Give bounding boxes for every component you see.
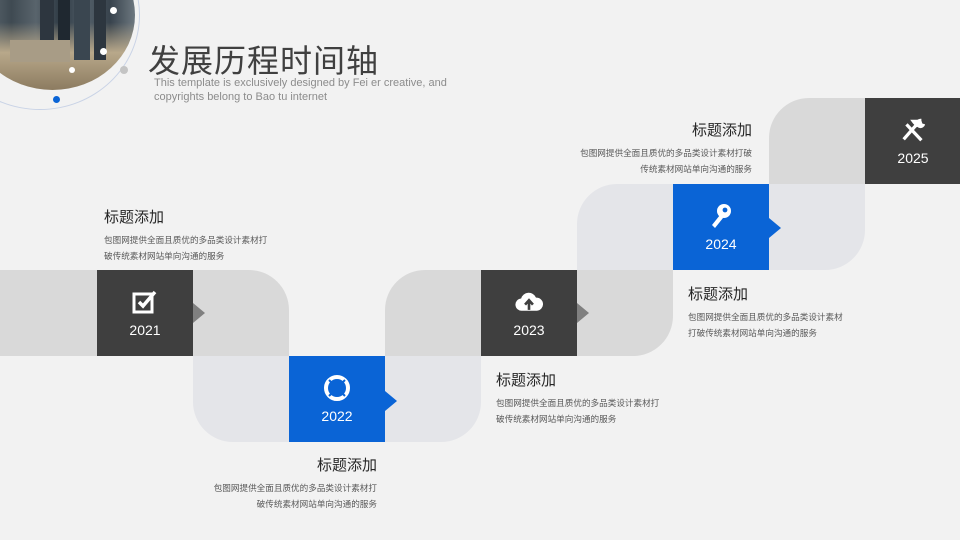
milestone-title: 标题添加 xyxy=(496,371,557,389)
milestone-title: 标题添加 xyxy=(104,208,165,226)
key-icon xyxy=(707,202,735,230)
milestone-2024[interactable]: 2024 xyxy=(673,184,769,270)
milestone-2021-text: 标题添加 包图网提供全面且质优的多品类设计素材打 破传统素材网站单向沟通的服务 xyxy=(104,206,294,265)
band-segment xyxy=(0,270,97,356)
milestone-2025[interactable]: 2025 xyxy=(865,98,960,184)
band-segment xyxy=(385,270,481,356)
band-segment xyxy=(577,270,673,356)
milestone-2022-text: 标题添加 包图网提供全面且质优的多品类设计素材打 破传统素材网站单向沟通的服务 xyxy=(187,454,377,513)
white-dot xyxy=(110,7,117,14)
page-subtitle: This template is exclusively designed by… xyxy=(154,77,447,103)
milestone-desc: 包图网提供全面且质优的多品类设计素材打 破传统素材网站单向沟通的服务 xyxy=(496,399,660,425)
arrow-right-icon xyxy=(193,303,205,323)
checkbox-icon xyxy=(131,288,159,316)
milestone-2023[interactable]: 2023 xyxy=(481,270,577,356)
milestone-desc: 包图网提供全面且质优的多品类设计素材打 破传统素材网站单向沟通的服务 xyxy=(104,236,268,262)
grey-dot xyxy=(120,66,128,74)
lifebuoy-icon xyxy=(323,374,351,402)
band-segment xyxy=(769,184,865,270)
band-segment xyxy=(193,356,289,442)
milestone-2023-text: 标题添加 包图网提供全面且质优的多品类设计素材打 破传统素材网站单向沟通的服务 xyxy=(496,369,686,428)
arrow-right-icon xyxy=(577,303,589,323)
milestone-title: 标题添加 xyxy=(691,121,752,139)
milestone-title: 标题添加 xyxy=(688,285,749,303)
white-dot xyxy=(69,67,75,73)
band-segment xyxy=(577,184,673,270)
milestone-2022[interactable]: 2022 xyxy=(289,356,385,442)
milestone-2024-text: 标题添加 包图网提供全面且质优的多品类设计素材 打破传统素材网站单向沟通的服务 xyxy=(688,283,868,342)
band-segment xyxy=(193,270,289,356)
year-label: 2024 xyxy=(705,236,737,252)
blue-dot xyxy=(53,96,60,103)
page-title: 发展历程时间轴 xyxy=(148,42,380,80)
year-label: 2022 xyxy=(321,408,353,424)
milestone-desc: 包图网提供全面且质优的多品类设计素材 打破传统素材网站单向沟通的服务 xyxy=(688,313,843,339)
arrow-right-icon xyxy=(769,218,781,238)
milestone-title: 标题添加 xyxy=(316,456,377,474)
milestone-desc: 包图网提供全面且质优的多品类设计素材打破 传统素材网站单向沟通的服务 xyxy=(580,149,752,175)
milestone-desc: 包图网提供全面且质优的多品类设计素材打 破传统素材网站单向沟通的服务 xyxy=(213,484,377,510)
band-segment xyxy=(385,356,481,442)
year-label: 2021 xyxy=(129,322,161,338)
band-segment xyxy=(769,98,865,184)
white-dot xyxy=(100,48,107,55)
year-label: 2025 xyxy=(897,150,929,166)
tools-icon xyxy=(899,116,927,144)
year-label: 2023 xyxy=(513,322,545,338)
arrow-right-icon xyxy=(385,391,397,411)
cloud-upload-icon xyxy=(515,288,543,316)
milestone-2021[interactable]: 2021 xyxy=(97,270,193,356)
city-photo xyxy=(0,0,135,90)
milestone-2025-text: 标题添加 包图网提供全面且质优的多品类设计素材打破 传统素材网站单向沟通的服务 xyxy=(552,119,752,178)
